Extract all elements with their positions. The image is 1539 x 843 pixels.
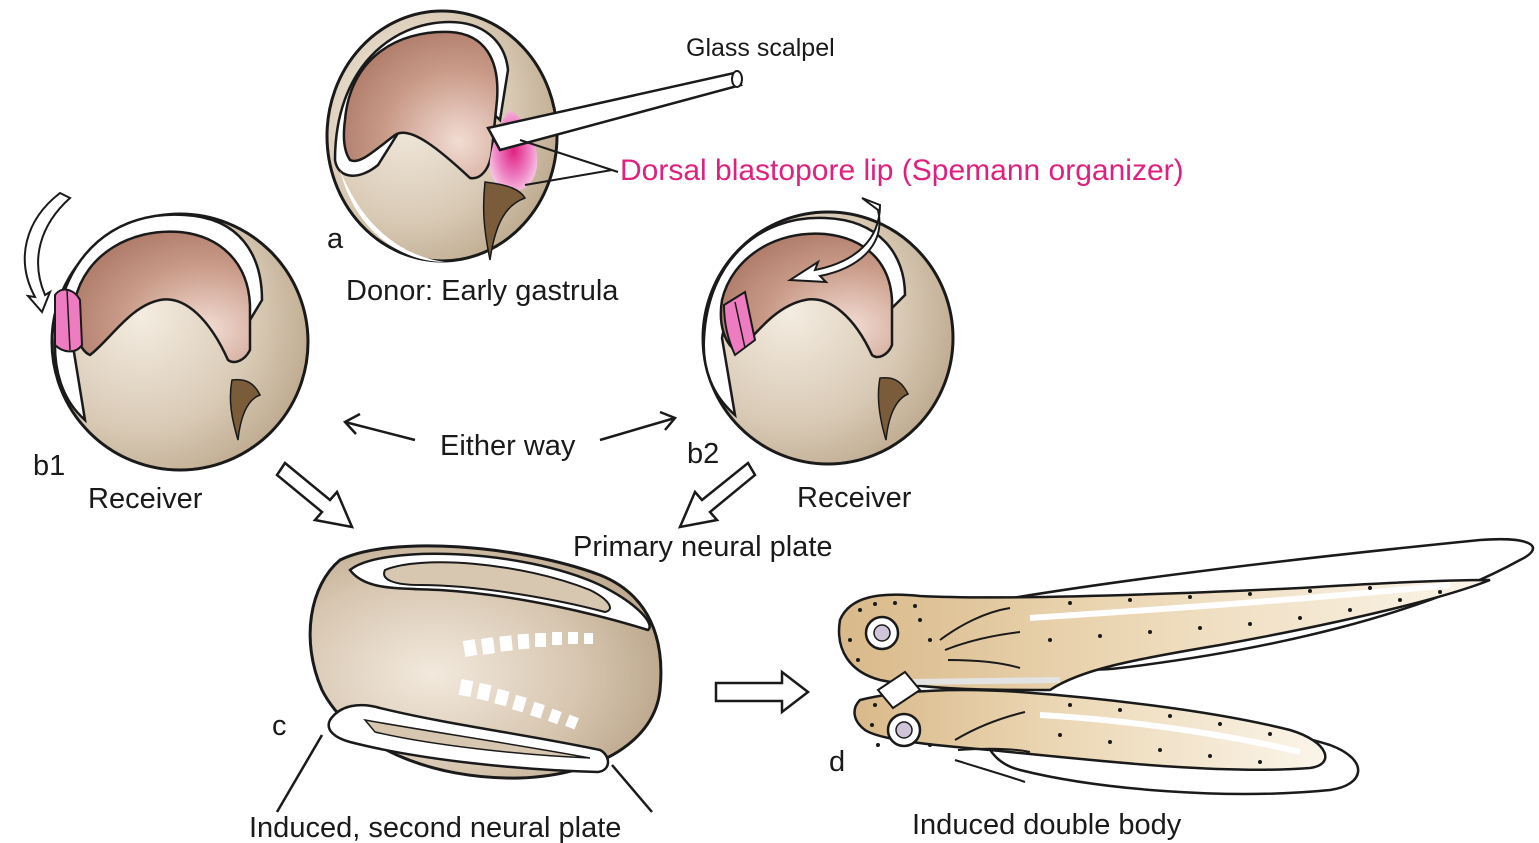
double-body-label: Induced double body [912, 811, 1181, 840]
receiver-embryo-b1 [52, 214, 308, 470]
receiver-label-b1: Receiver [88, 485, 202, 514]
panel-b1-label: b1 [33, 452, 65, 481]
arrow-to-double-body [716, 672, 808, 712]
panel-d-label: d [829, 748, 845, 777]
panel-c-label: c [272, 712, 287, 741]
either-way-label: Either way [440, 432, 575, 461]
panel-a-label: a [327, 225, 343, 254]
receiver-embryo-b2 [703, 212, 953, 464]
arrows-to-neurula [277, 463, 755, 527]
primary-neural-plate-label: Primary neural plate [573, 533, 833, 562]
receiver-label-b2: Receiver [797, 484, 911, 513]
second-neural-plate-label: Induced, second neural plate [249, 814, 621, 843]
neurula-embryo [310, 546, 661, 778]
panel-b2-label: b2 [687, 440, 719, 469]
glass-scalpel-label: Glass scalpel [686, 36, 835, 61]
double-tadpole [839, 539, 1533, 794]
organizer-label: Dorsal blastopore lip (Spemann organizer… [620, 156, 1184, 186]
donor-label: Donor: Early gastrula [346, 277, 618, 306]
